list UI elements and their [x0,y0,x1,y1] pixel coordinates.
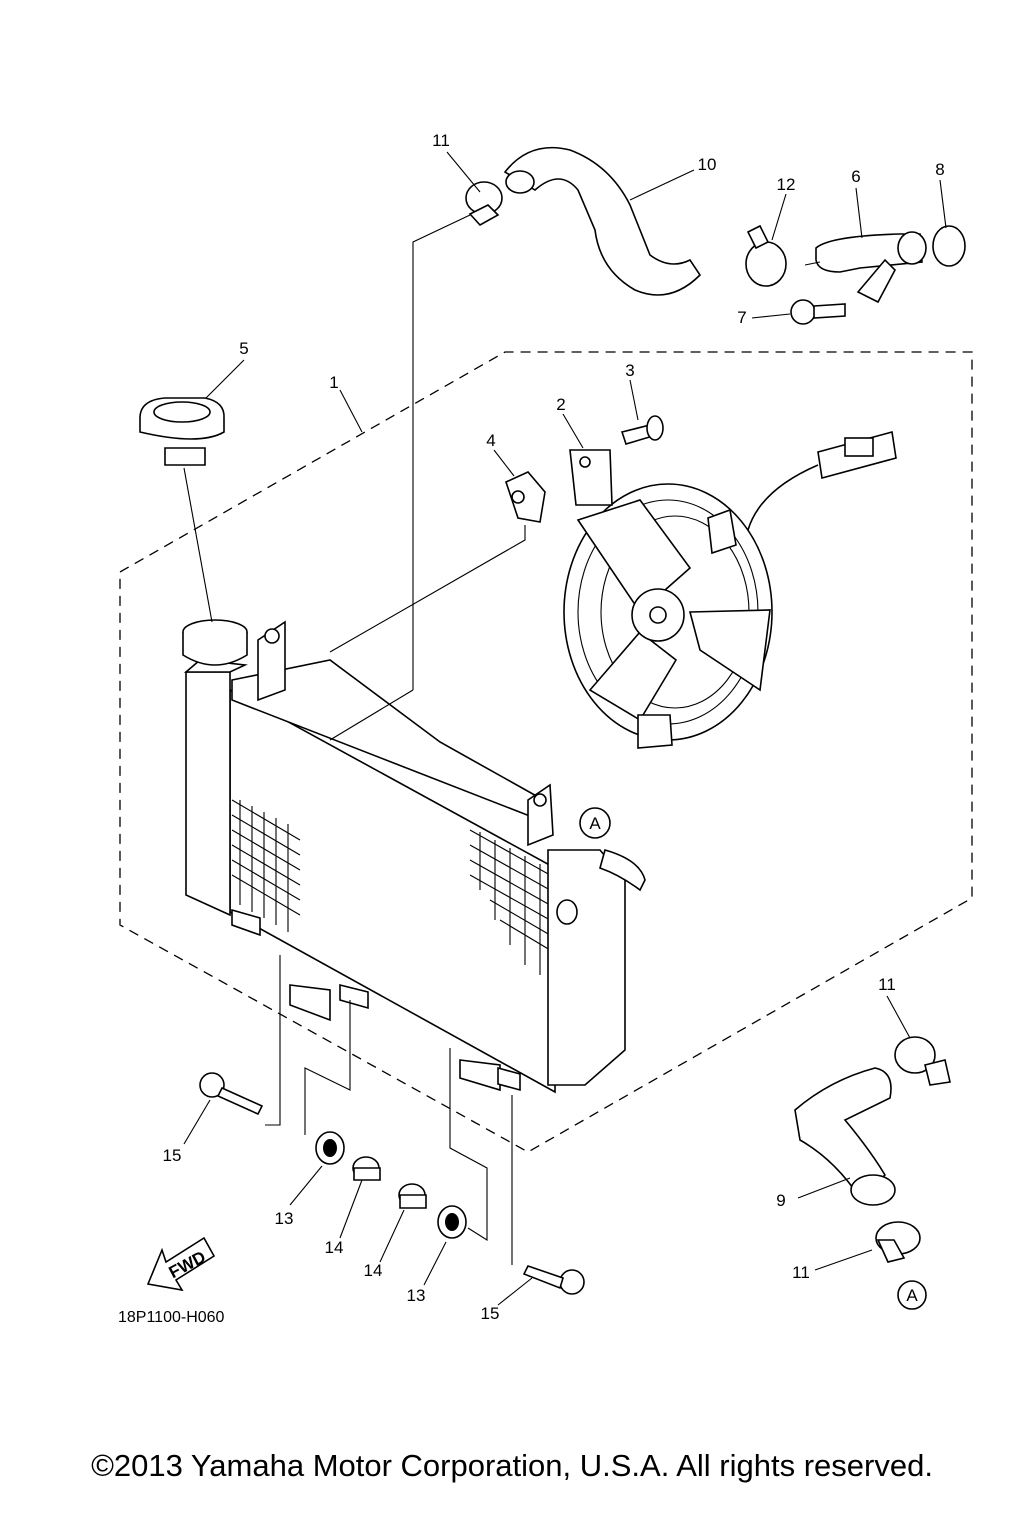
callout-8: 8 [935,160,944,179]
o-ring [932,225,966,267]
radiator-cap [139,397,225,466]
grommet-b [437,1205,467,1239]
lower-hose [794,1067,892,1200]
callout-3: 3 [625,361,634,380]
connector-a-mark-1 [579,807,611,839]
clamp-12 [745,224,787,287]
callout-13-b: 13 [407,1286,426,1305]
callout-14-b: 14 [364,1261,383,1280]
callout-11-bottom: 11 [792,1263,810,1282]
callout-6: 6 [851,167,860,186]
callout-13-a: 13 [275,1209,294,1228]
assembly-boundary [119,351,973,1153]
callout-5: 5 [239,339,248,358]
callout-7: 7 [737,308,746,327]
collar-b [398,1183,427,1209]
callout-2: 2 [556,395,565,414]
callout-1: 1 [329,373,338,392]
radiator [182,619,646,1094]
cooling-fan [563,430,897,749]
bolt-7 [790,299,846,325]
collar-a [352,1156,381,1181]
callout-11-mid: 11 [878,975,896,994]
hose-clamp-bottom [875,1221,921,1263]
callout-4: 4 [486,431,495,450]
callout-14-a: 14 [325,1238,344,1257]
diagram-code: 18P1100-H060 [118,1309,225,1326]
connector-a-label-2: A [906,1286,918,1305]
hose-clamp-mid [894,1036,951,1086]
connector-a-mark-2 [897,1280,927,1310]
fwd-arrow-icon: FWD [146,1236,216,1292]
callout-11-top: 11 [432,131,450,150]
copyright-notice: ©2013 Yamaha Motor Corporation, U.S.A. A… [91,1448,933,1483]
callout-9: 9 [776,1191,785,1210]
callout-12: 12 [777,175,796,194]
radiator-exploded-diagram: A A FWD 1 2 3 4 5 6 7 8 9 10 11 11 11 12… [118,131,973,1326]
bolt-15b [522,1265,585,1295]
bolt-15a [199,1072,264,1116]
pipe-6 [815,231,927,304]
callout-10: 10 [698,155,717,174]
leader-lines [183,151,947,1306]
callout-15-a: 15 [163,1146,182,1165]
bolt-3 [620,415,664,445]
grommet-a [315,1131,345,1165]
hose-clamp-top [465,181,503,227]
callout-15-b: 15 [481,1304,500,1323]
fan-stay [505,471,546,523]
routing-lines [183,214,821,1265]
upper-hose [503,146,702,296]
connector-a-label-1: A [589,814,601,833]
